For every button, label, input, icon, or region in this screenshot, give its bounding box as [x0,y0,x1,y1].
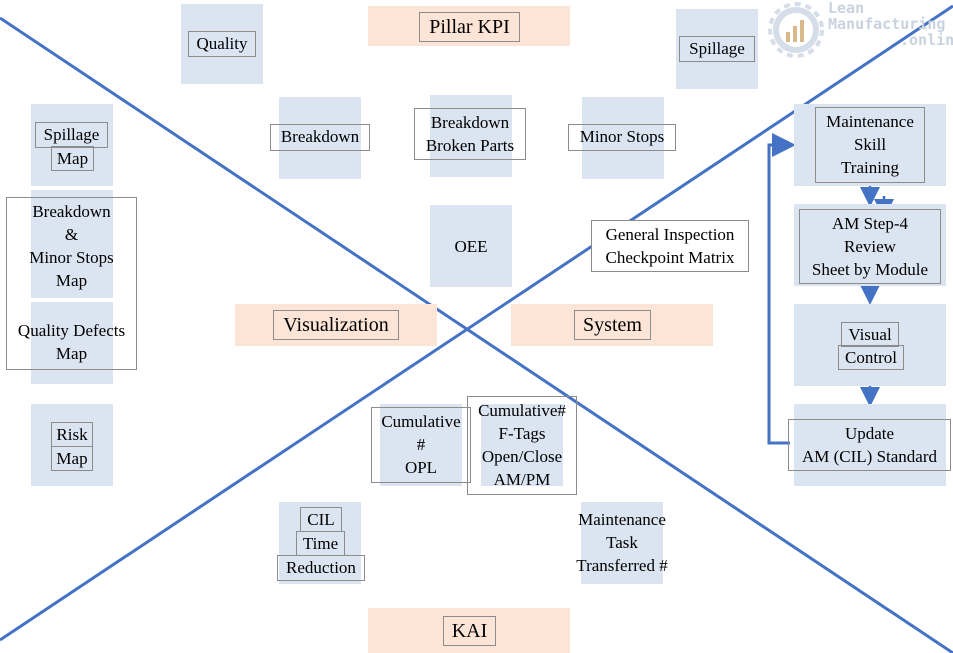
spillage-map-box [31,104,113,186]
quality-box [181,4,263,84]
spillage-map-label-1: Spillage [35,122,108,148]
mtt-line-2: Task [606,533,638,552]
logo-line-2: Manufacturing [828,15,946,33]
cumulative-opl-box [380,404,462,486]
am4-line-1: AM Step-4 [831,214,909,233]
maintenance-task-transferred-box [581,502,663,584]
mtt-line-3: Transferred # [576,556,668,575]
ftag-line-1: Cumulative# [478,401,566,420]
update-line-1: Update [844,424,895,443]
spillage-map-label-2: Map [51,146,94,171]
general-inspection-matrix-label: General Inspection Checkpoint Matrix [591,220,749,272]
cil-time-reduction-box [279,502,361,584]
gicm-line-1: General Inspection [605,225,735,244]
f-tags-box [481,404,563,486]
header-visualization: Visualization [273,310,399,340]
update-am-standard-box [794,404,946,486]
bd-map-line-4: Map [55,271,88,290]
logo-line-3: .online [900,31,953,49]
breakdown-broken-parts-label: Breakdown Broken Parts [414,108,526,160]
minor-stops-box [582,97,664,179]
am-step4-label: AM Step-4 Review Sheet by Module [799,209,941,284]
f-tags-label: Cumulative# F-Tags Open/Close AM/PM [467,396,577,495]
update-line-2: AM (CIL) Standard [801,447,938,466]
qd-map-line-2: Map [55,344,88,363]
maintenance-task-transferred-label: Maintenance Task Transferred # [562,508,682,577]
am-step4-box [794,204,946,286]
mtt-line-1: Maintenance [578,510,666,529]
mst-line-1: Maintenance [826,112,914,131]
bd-map-line-1: Breakdown [32,202,111,221]
visual-control-label-2: Control [838,345,904,370]
opl-line-2: # [416,435,426,454]
logo-line-1: Lean [828,0,865,17]
quality-label: Quality [188,31,256,57]
mst-line-2: Skill [853,135,887,154]
quality-defects-map-box [31,302,113,384]
qd-map-line-1: Quality Defects [17,321,126,340]
breakdown-broken-parts-line-2: Broken Parts [425,136,515,155]
bd-map-line-3: Minor Stops [29,248,114,267]
diagonal-line-down [0,16,953,653]
cil-label-1: CIL [300,507,342,532]
am4-line-2: Review [844,237,896,256]
breakdown-broken-parts-line-1: Breakdown [430,113,510,132]
spillage-kpi-box [676,9,758,89]
cumulative-opl-label: Cumulative # OPL [371,407,471,483]
ftag-line-2: F-Tags [498,424,546,443]
risk-map-label-2: Map [51,446,93,471]
update-am-standard-label: Update AM (CIL) Standard [788,419,951,471]
cil-label-3: Reduction [277,555,365,581]
opl-line-1: Cumulative [381,412,461,431]
logo-wordmark: Lean Manufacturing .online [828,0,953,48]
maintenance-skill-training-label: Maintenance Skill Training [815,107,925,183]
header-system: System [574,310,651,340]
am4-line-3: Sheet by Module [811,260,929,279]
breakdown-minor-stops-map-box [31,190,113,298]
risk-map-label-1: Risk [51,422,93,447]
breakdown-box [279,97,361,179]
lean-manufacturing-logo-icon [768,2,824,58]
spillage-kpi-label: Spillage [679,36,755,62]
oee-label: OEE [454,237,488,256]
feedback-loop-arrow [767,133,796,445]
breakdown-label: Breakdown [270,124,370,151]
maintenance-skill-training-box [794,104,946,186]
header-kai: KAI [443,616,496,646]
minor-stops-label: Minor Stops [568,124,676,151]
opl-line-3: OPL [404,458,438,477]
bd-map-line-2: & [64,225,79,244]
oee-box [430,205,512,287]
gicm-line-2: Checkpoint Matrix [605,248,735,267]
ftag-line-4: AM/PM [493,470,551,489]
cil-label-2: Time [296,531,345,556]
ftag-line-3: Open/Close [481,447,563,466]
header-pillar-kpi: Pillar KPI [419,12,520,42]
risk-map-box [31,404,113,486]
visualization-maps-frame: Breakdown & Minor Stops Map Quality Defe… [6,197,137,370]
mst-line-3: Training [841,158,899,177]
visual-control-label-1: Visual [841,322,899,347]
